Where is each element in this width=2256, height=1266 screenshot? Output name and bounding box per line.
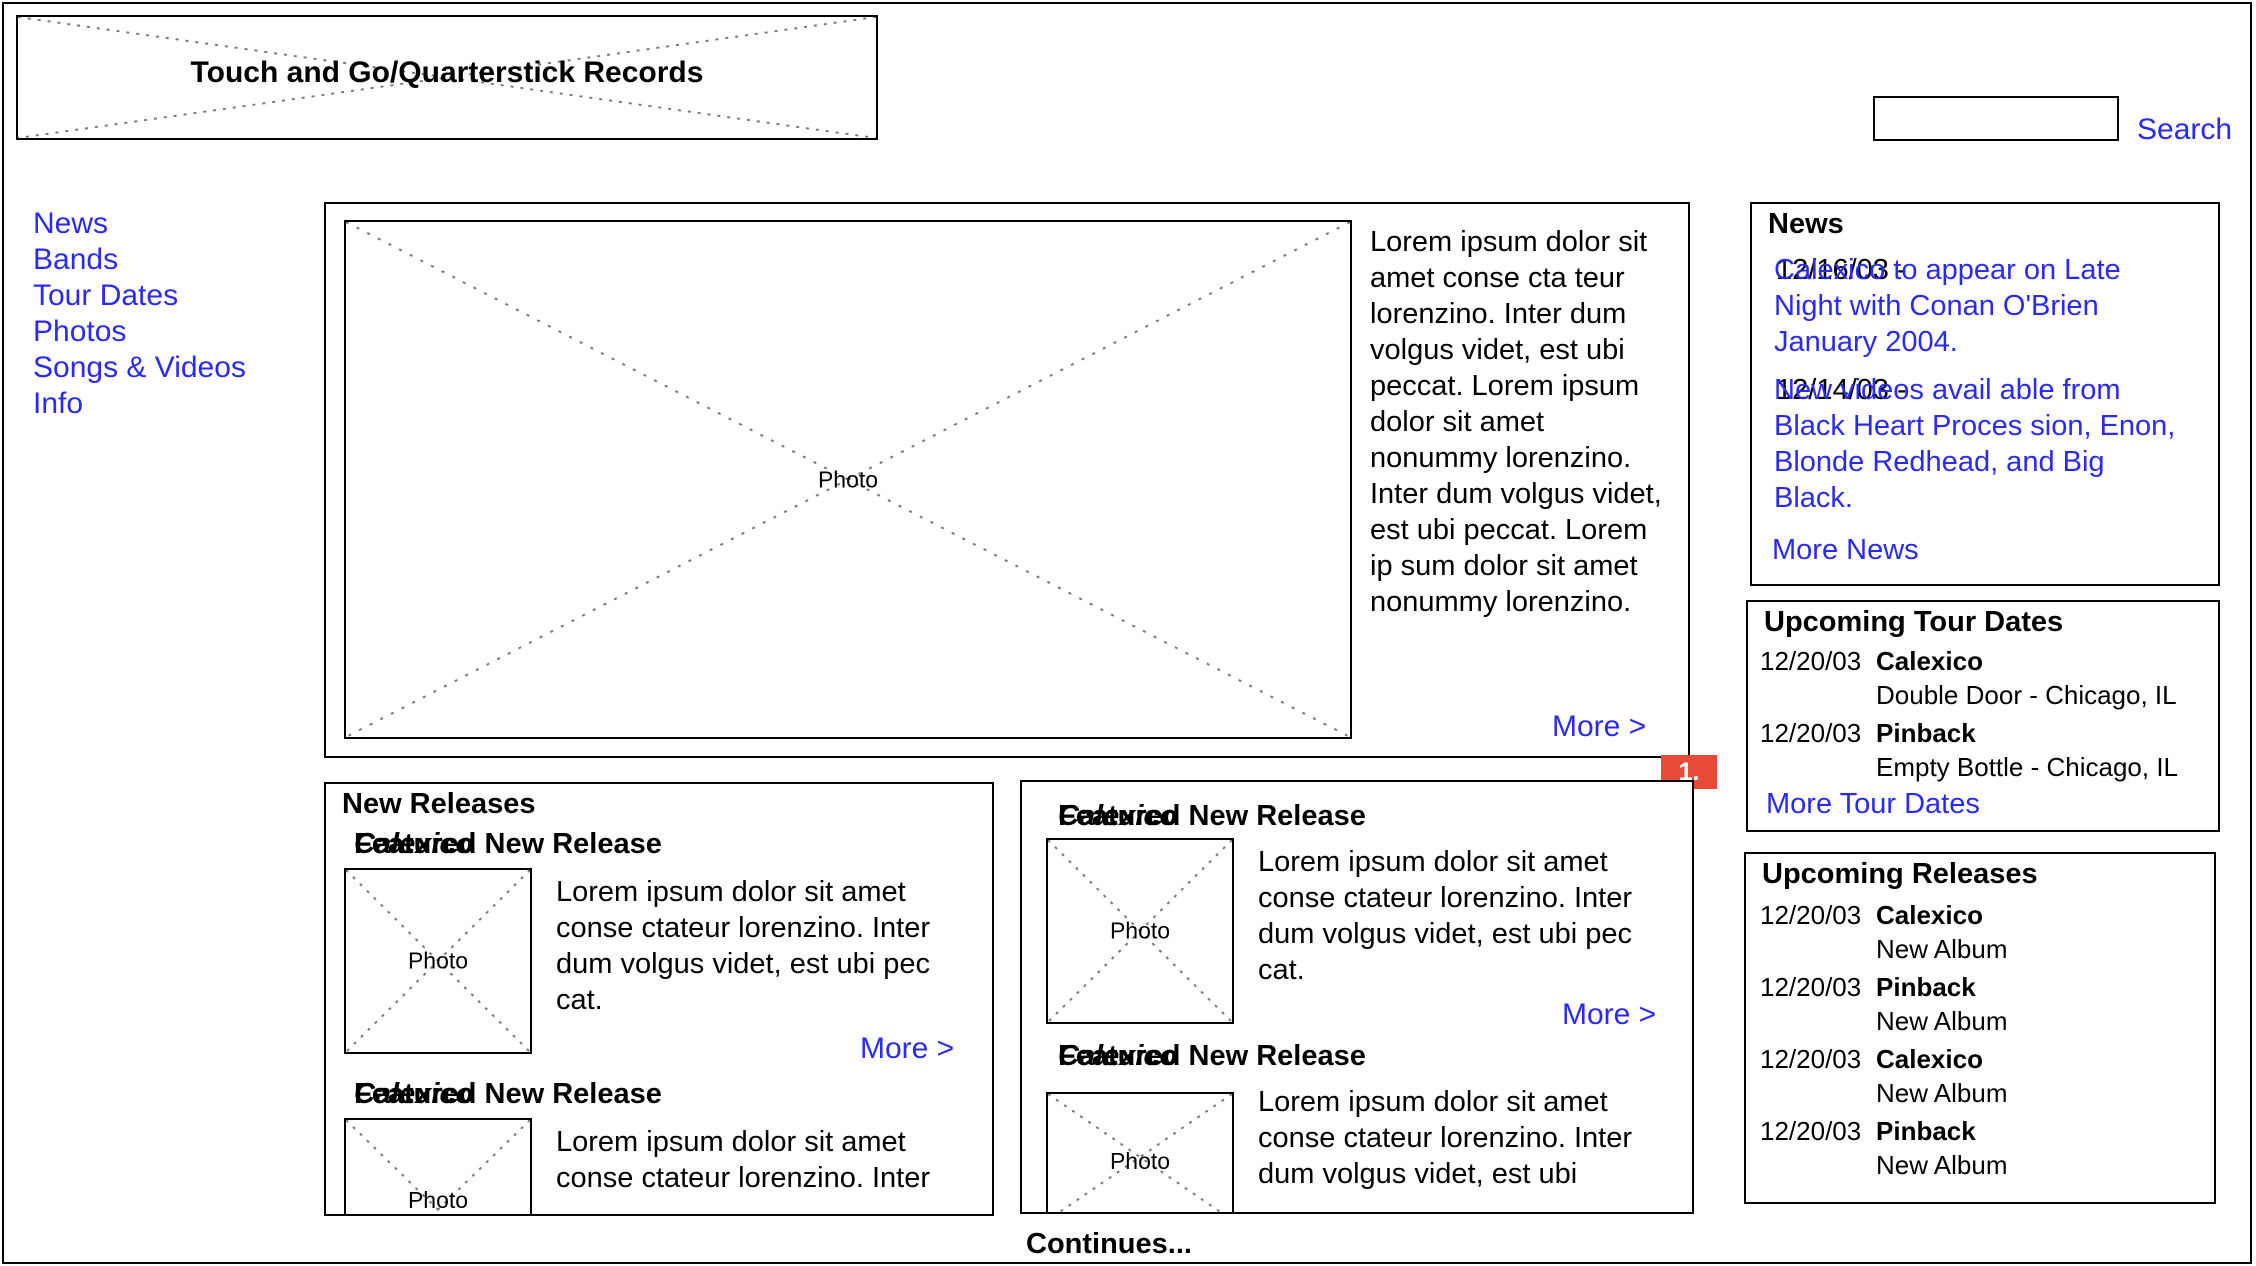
photo-label: Photo <box>817 466 879 492</box>
tour-row: 12/20/03 Pinback Empty Bottle - Chicago,… <box>1760 718 2179 782</box>
release-photo[interactable]: Photo <box>1046 838 1234 1024</box>
nav-item-tour-dates[interactable]: Tour Dates <box>33 279 179 312</box>
new-releases-title: New Releases <box>342 788 536 820</box>
new-releases-panel-right: Calexico Featured New Release Photo Lore… <box>1020 780 1694 1214</box>
release-row: 12/20/03 Calexico New Album <box>1760 900 2008 964</box>
release-row: 12/20/03 Pinback New Album <box>1760 972 2008 1036</box>
release-row: 12/20/03 Calexico New Album <box>1760 1044 2008 1108</box>
news-link[interactable]: Calexico to appear on Late Night with Co… <box>1774 254 2121 358</box>
release-text: Lorem ipsum dolor sit amet conse ctateur… <box>556 876 930 1016</box>
news-date: 12/14/03 - <box>1776 374 1907 406</box>
release-text: Lorem ipsum dolor sit amet conse ctateur… <box>1258 1086 1632 1190</box>
release-more-link[interactable]: More > <box>860 1032 955 1065</box>
news-date: 12/16/03 - <box>1776 254 1907 286</box>
photo-label: Photo <box>1109 1148 1171 1174</box>
release-photo[interactable]: Photo <box>344 1118 532 1214</box>
photo-label: Photo <box>407 947 469 974</box>
upcoming-releases-panel: Upcoming Releases 12/20/03 Calexico New … <box>1744 852 2216 1204</box>
placeholder-cross-icon <box>1048 1094 1232 1212</box>
release-row: 12/20/03 Pinback New Album <box>1760 1116 2008 1180</box>
search-input[interactable] <box>1873 96 2119 141</box>
placeholder-cross-icon <box>346 222 1350 737</box>
nav-item-news[interactable]: News <box>33 207 109 240</box>
photo-label: Photo <box>1109 917 1171 944</box>
photo-label: Photo <box>407 1187 469 1213</box>
release-more-link[interactable]: More > <box>1562 998 1657 1031</box>
release-photo[interactable]: Photo <box>344 868 532 1054</box>
nav-item-bands[interactable]: Bands <box>33 243 119 276</box>
release-photo[interactable]: Photo <box>1046 1092 1234 1212</box>
release-text: Lorem ipsum dolor sit amet conse ctateur… <box>1258 846 1632 986</box>
continues-label: Continues... <box>1026 1228 1192 1260</box>
left-nav: News Bands Tour Dates Photos Songs & Vid… <box>33 206 246 422</box>
feature-panel: Photo Lorem ipsum dolor sit amet conse c… <box>324 202 1690 758</box>
news-title: News <box>1768 208 1844 240</box>
news-link[interactable]: New videos avail able from Black Heart P… <box>1774 374 2176 514</box>
feature-more-link[interactable]: More > <box>1552 710 1647 743</box>
release-text: Lorem ipsum dolor sit amet conse ctateur… <box>556 1126 930 1194</box>
feature-photo[interactable]: Photo <box>344 220 1352 739</box>
nav-item-songs-videos[interactable]: Songs & Videos <box>33 351 246 384</box>
placeholder-cross-icon <box>346 1120 530 1214</box>
feature-text: Lorem ipsum dolor sit amet conse cta teu… <box>1370 226 1662 618</box>
news-panel: News 12/16/03 - Calexico to appear on La… <box>1750 202 2220 586</box>
placeholder-cross-icon <box>1048 840 1232 1022</box>
nav-item-info[interactable]: Info <box>33 387 84 420</box>
tour-dates-title: Upcoming Tour Dates <box>1764 606 2064 638</box>
search-button[interactable]: Search <box>2137 113 2233 146</box>
nav-item-photos[interactable]: Photos <box>33 315 127 348</box>
tour-row: 12/20/03 Calexico Double Door - Chicago,… <box>1760 646 2177 710</box>
more-news-link[interactable]: More News <box>1772 534 1919 566</box>
upcoming-releases-title: Upcoming Releases <box>1762 858 2038 890</box>
more-tour-dates-link[interactable]: More Tour Dates <box>1766 788 1980 820</box>
new-releases-panel: New Releases Calexico Featured New Relea… <box>324 782 994 1216</box>
logo-text: Touch and Go/Quarterstick Records <box>190 56 704 89</box>
placeholder-cross-icon <box>346 870 530 1052</box>
tour-dates-panel: Upcoming Tour Dates 12/20/03 Calexico Do… <box>1746 600 2220 832</box>
logo-placeholder[interactable]: Touch and Go/Quarterstick Records <box>16 15 878 140</box>
